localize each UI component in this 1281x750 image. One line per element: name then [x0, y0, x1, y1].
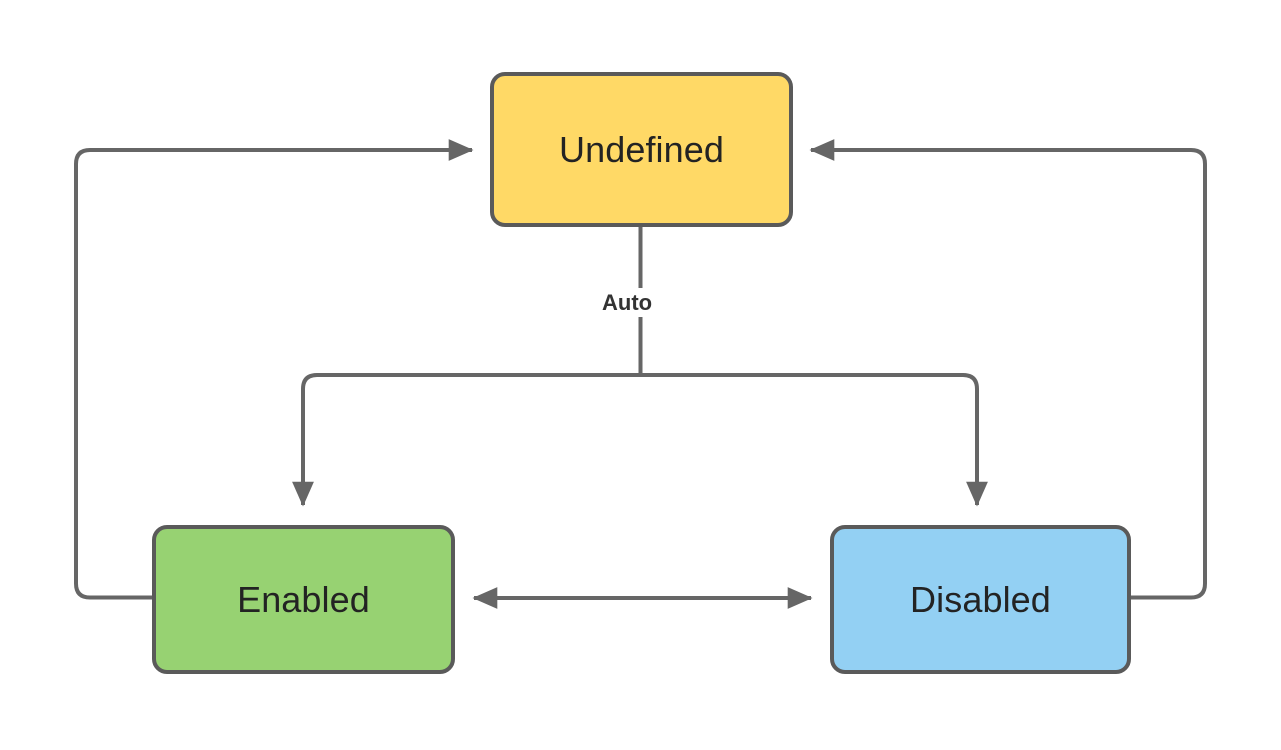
edge-disabled-to-undefined: [809, 139, 1207, 600]
edge-undefined-to-enabled: [292, 373, 641, 507]
edge-undefined-to-children: [292, 227, 988, 507]
state-node-undefined[interactable]: Undefined: [490, 72, 793, 227]
edge-undefined-to-disabled: [640, 373, 988, 507]
state-node-enabled[interactable]: Enabled: [152, 525, 455, 674]
state-node-undefined-label: Undefined: [558, 128, 725, 170]
state-node-disabled[interactable]: Disabled: [830, 525, 1131, 674]
state-node-enabled-label: Enabled: [237, 578, 370, 620]
edge-enabled-to-undefined: [74, 139, 474, 600]
edge-label-auto: Auto: [594, 288, 661, 318]
state-node-disabled-label: Disabled: [910, 578, 1051, 620]
